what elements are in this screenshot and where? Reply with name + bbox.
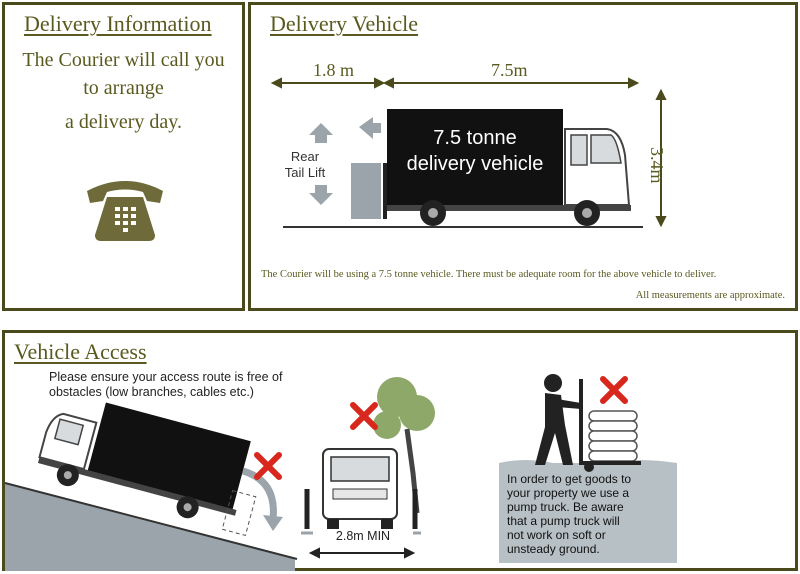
pump-truck-warning-line4: that a pump truck will (507, 514, 620, 528)
vehicle-height-label: 3.4m (647, 147, 667, 184)
vehicle-access-title: Vehicle Access (14, 339, 147, 364)
telephone-icon (87, 181, 163, 241)
vehicle-length-label: 7.5m (491, 60, 528, 80)
obstacles-text-line1: Please ensure your access route is free … (49, 370, 283, 384)
measurements-note: All measurements are approximate. (635, 290, 785, 301)
truck-diagram (270, 77, 667, 228)
tail-lift-dimension-label: 1.8 m (313, 60, 355, 80)
pump-truck-warning-line6: unsteady ground. (507, 542, 600, 556)
delivery-vehicle-title: Delivery Vehicle (270, 11, 419, 36)
delivery-vehicle-panel: Delivery Vehicle (248, 2, 798, 311)
pump-truck-warning-line2: your property we use a (507, 486, 630, 500)
courier-call-text-line2: to arrange (83, 77, 164, 99)
rear-tail-lift-label-line1: Rear (290, 149, 320, 164)
min-width-label: 2.8m MIN (313, 529, 413, 543)
rear-tail-lift-label-line2: Tail Lift (284, 165, 326, 180)
obstacles-text-line2: obstacles (low branches, cables etc.) (49, 385, 254, 399)
pump-truck-warning-line3: pump truck. Be aware (507, 500, 624, 514)
courier-call-text-line1: The Courier will call you (22, 49, 225, 71)
pump-truck-warning-line1: In order to get goods to (507, 472, 632, 486)
truck-text-line2: delivery vehicle (406, 153, 544, 175)
courier-call-text-line3: a delivery day. (65, 111, 182, 133)
delivery-information-panel: Delivery Information The Courier will ca… (2, 2, 245, 311)
truck-text-line1: 7.5 tonne (433, 127, 517, 149)
vehicle-note: The Courier will be using a 7.5 tonne ve… (261, 269, 717, 280)
pump-truck-warning-line5: not work on soft or (507, 528, 606, 542)
vehicle-access-panel: Vehicle Access Please ensure your access… (2, 330, 798, 571)
vehicle-access-illustrations (4, 374, 677, 571)
delivery-information-title: Delivery Information (24, 11, 212, 36)
